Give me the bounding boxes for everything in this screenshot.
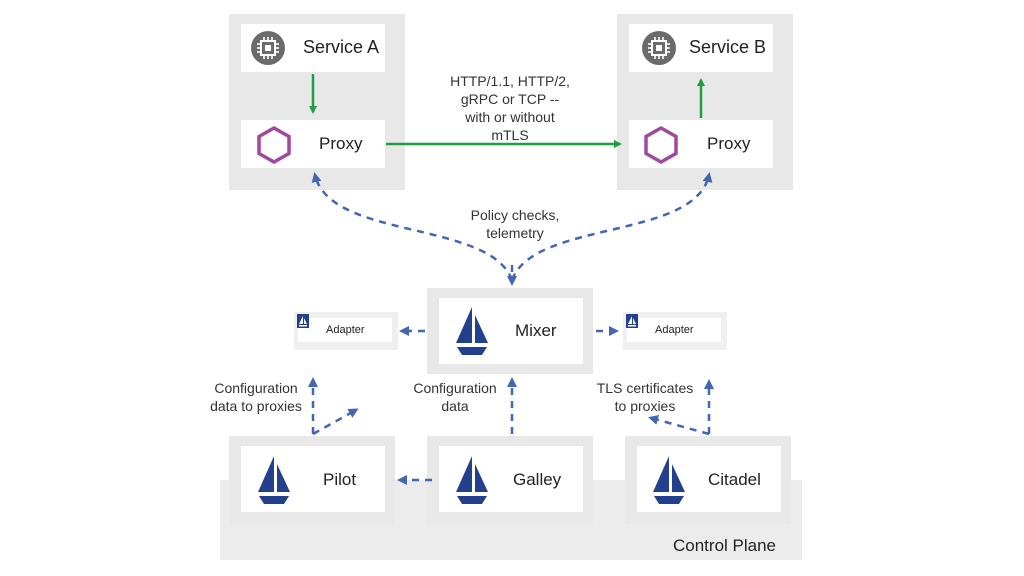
sail-icon — [297, 314, 309, 328]
adapter-left-label: Adapter — [326, 324, 365, 336]
mixer-label: Mixer — [515, 321, 557, 340]
citadel-label: Citadel — [708, 470, 761, 489]
hexagon-icon — [257, 125, 291, 165]
config-proxies-label: Configuration data to proxies — [210, 380, 302, 414]
hexagon-icon — [644, 125, 678, 165]
protocol-label: HTTP/1.1, HTTP/2, gRPC or TCP -- with or… — [450, 73, 570, 143]
control-plane-label: Control Plane — [673, 536, 777, 555]
sail-icon — [456, 456, 488, 504]
proxy-right-label: Proxy — [707, 134, 751, 153]
adapter-right-label: Adapter — [655, 324, 694, 336]
service-a-label: Service A — [303, 37, 380, 57]
adapter-right-card[interactable] — [627, 318, 721, 342]
chip-icon — [251, 31, 285, 65]
adapter-left-card[interactable] — [298, 318, 392, 342]
proxy-left-label: Proxy — [319, 134, 363, 153]
tls-label: TLS certificates to proxies — [596, 380, 694, 414]
service-b-label: Service B — [689, 37, 767, 57]
sail-icon — [653, 456, 685, 504]
policy-label: Policy checks, telemetry — [470, 207, 560, 241]
pilot-label: Pilot — [323, 470, 357, 489]
sail-icon — [626, 314, 638, 328]
arrow-pilot-diagonal — [312, 408, 359, 436]
chip-icon — [642, 31, 676, 65]
galley-label: Galley — [513, 470, 562, 489]
config-data-label: Configuration data — [413, 380, 497, 414]
proxy-left-card[interactable] — [241, 120, 385, 168]
arrow-citadel-diagonal — [648, 415, 710, 436]
sail-icon — [258, 456, 290, 504]
proxy-right-card[interactable] — [629, 120, 773, 168]
sail-icon — [456, 307, 488, 355]
